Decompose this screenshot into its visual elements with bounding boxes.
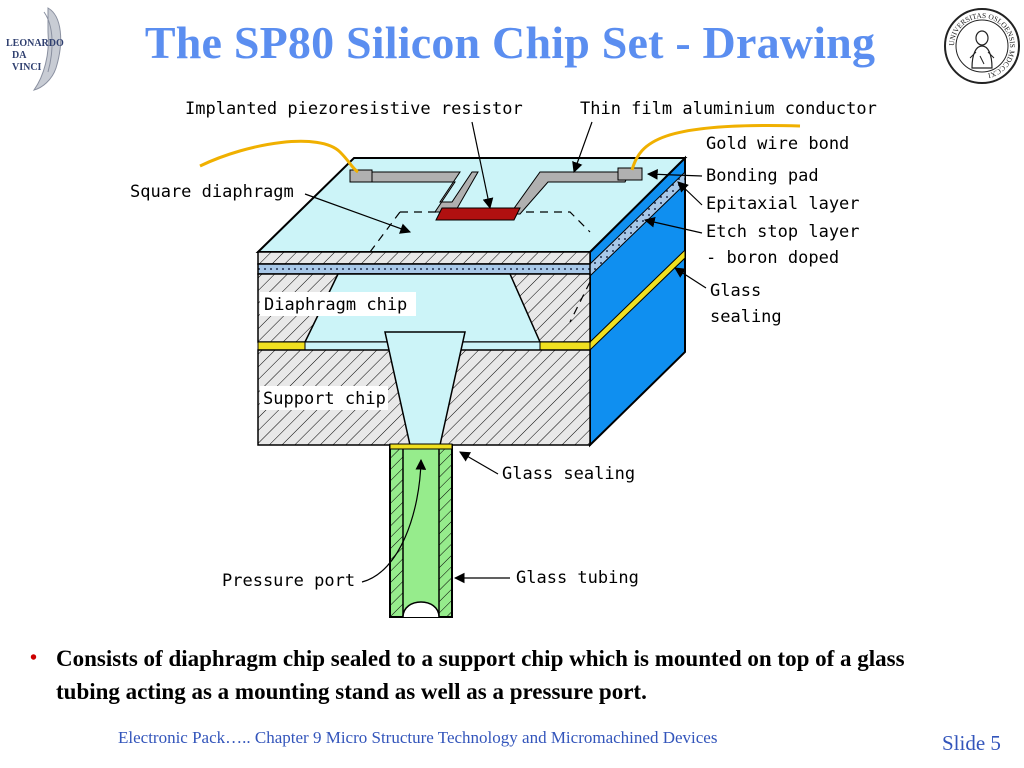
- thin-film-conductor: [357, 171, 479, 213]
- label-etch-stop-2: - boron doped: [706, 248, 839, 268]
- logo-left-line-3: VINCI: [12, 62, 42, 73]
- arrow-epitaxial: [677, 181, 703, 206]
- bullet-text: Consists of diaphragm chip sealed to a s…: [56, 646, 905, 704]
- slide-title: The SP80 Silicon Chip Set - Drawing: [144, 17, 876, 68]
- gold-wire-right: [630, 124, 801, 171]
- logo-left-line-2: DA: [12, 50, 27, 61]
- label-bonding-pad: Bonding pad: [706, 166, 819, 186]
- arrow-bonding-pad: [646, 168, 703, 180]
- front-top-strip: [257, 251, 591, 265]
- label-pressure-port: Pressure port: [222, 571, 355, 591]
- arrow-square-diaphragm: [304, 193, 412, 234]
- gold-wire-left: [199, 139, 359, 174]
- label-diaphragm-chip: Diaphragm chip: [264, 295, 407, 315]
- arrow-resistor: [471, 121, 494, 210]
- front-epitaxial-layer: [257, 263, 591, 275]
- leonardo-da-vinci-logo: LEONARDO DA VINCI: [6, 7, 64, 91]
- front-glass-seal-right: [539, 341, 591, 351]
- label-glass-sealing-side-2: sealing: [710, 307, 782, 327]
- bullet-dot: •: [30, 647, 38, 669]
- label-epitaxial-layer: Epitaxial layer: [706, 194, 860, 214]
- footer-chapter: Electronic Pack….. Chapter 9 Micro Struc…: [118, 728, 718, 747]
- tubing-bottom-arc: [402, 601, 440, 618]
- label-thin-film-conductor: Thin film aluminium conductor: [580, 99, 877, 119]
- sp80-chip-diagram: Implanted piezoresistive resistor Thin f…: [130, 99, 877, 618]
- label-glass-tubing: Glass tubing: [516, 568, 639, 588]
- label-square-diaphragm: Square diaphragm: [130, 182, 294, 202]
- arrow-glass-sealing-bottom: [459, 451, 499, 475]
- label-glass-sealing-side-1: Glass: [710, 281, 761, 301]
- arrow-conductor: [572, 121, 593, 174]
- label-gold-wire-bond: Gold wire bond: [706, 134, 849, 154]
- label-implanted-resistor: Implanted piezoresistive resistor: [185, 99, 523, 119]
- label-etch-stop-1: Etch stop layer: [706, 222, 860, 242]
- piezoresistive-resistor: [435, 207, 521, 221]
- arrow-pressure-port: [361, 458, 427, 583]
- label-support-chip: Support chip: [263, 389, 386, 409]
- bonding-pad-right: [617, 167, 643, 181]
- label-glass-sealing-bottom: Glass sealing: [502, 464, 635, 484]
- slide-number: Slide 5: [942, 731, 1001, 755]
- bonding-pad-left: [349, 169, 373, 183]
- logo-left-line-1: LEONARDO: [6, 38, 64, 49]
- front-glass-seal-left: [257, 341, 306, 351]
- bullet-item: • Consists of diaphragm chip sealed to a…: [30, 642, 970, 708]
- arrow-etch-stop: [643, 216, 703, 234]
- university-oslo-seal: UNIVERSITAS OSLOENSIS MDCCCXI: [944, 8, 1020, 84]
- arrow-glass-side: [674, 267, 707, 289]
- tubing-glass-seal: [389, 443, 453, 450]
